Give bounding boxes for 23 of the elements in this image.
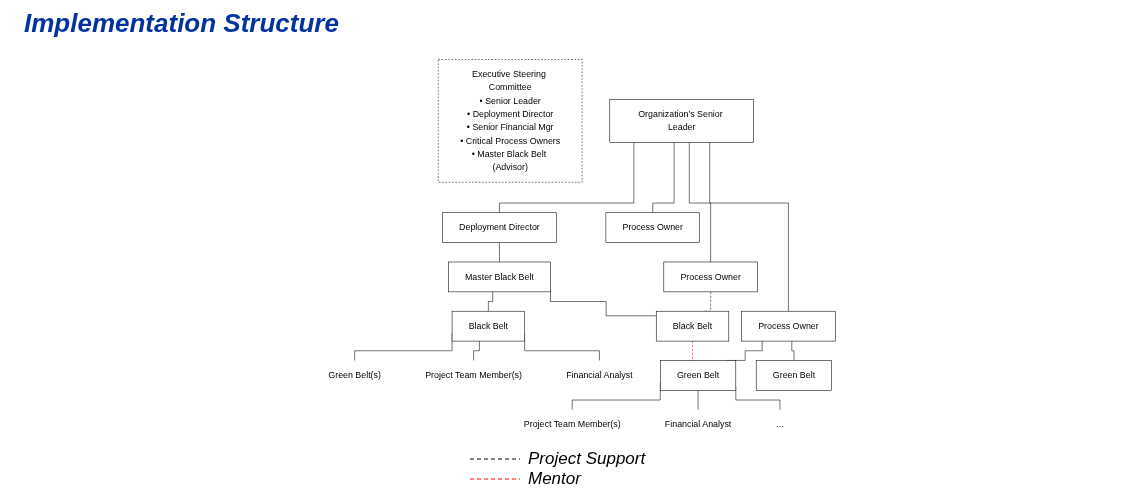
- node-box: Master Black Belt: [448, 261, 551, 293]
- node-box: Process Owner: [663, 261, 758, 293]
- legend-label: Project Support: [528, 449, 646, 469]
- connector: [499, 142, 635, 213]
- node-box: Black Belt: [655, 310, 730, 342]
- node-box: Process Owner: [741, 310, 836, 342]
- node-box: Deployment Director: [442, 212, 557, 243]
- node-box: Green Belt: [755, 360, 832, 391]
- diagram-title: Implementation Structure: [24, 8, 339, 39]
- node-box: Process Owner: [605, 212, 700, 243]
- node-text: Project Team Member(s): [523, 419, 621, 430]
- node-text: Green Belt(s): [328, 370, 381, 380]
- node-box: Black Belt: [451, 310, 525, 342]
- connector: [689, 142, 711, 263]
- node-box: Organization’s Senior Leader: [609, 99, 754, 143]
- node-box: Executive Steering Committee • Senior Leader • Deployment Director • Senior Financial Mgr • Critical Process Owners • Master Black Belt (Advisor): [438, 59, 583, 183]
- connector: [709, 142, 789, 312]
- legend-label: Mentor: [528, 469, 581, 489]
- node-text: Project Team Member(s): [425, 370, 522, 380]
- node-text: Financial Analyst: [664, 419, 732, 430]
- node-text: Financial Analyst: [566, 370, 633, 380]
- node-box: Green Belt: [660, 360, 737, 391]
- node-text: …: [775, 419, 785, 430]
